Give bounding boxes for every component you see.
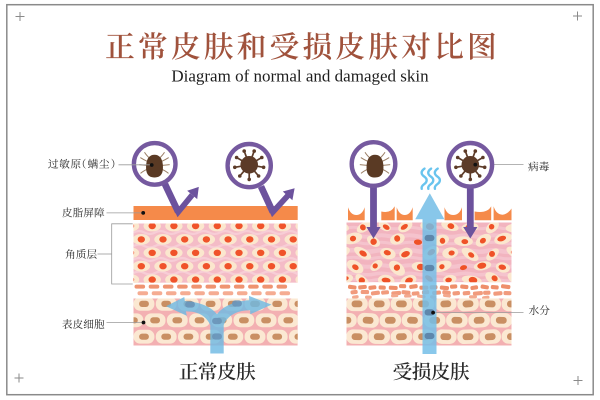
svg-text:Diagram of normal and damaged: Diagram of normal and damaged skin <box>171 66 429 85</box>
